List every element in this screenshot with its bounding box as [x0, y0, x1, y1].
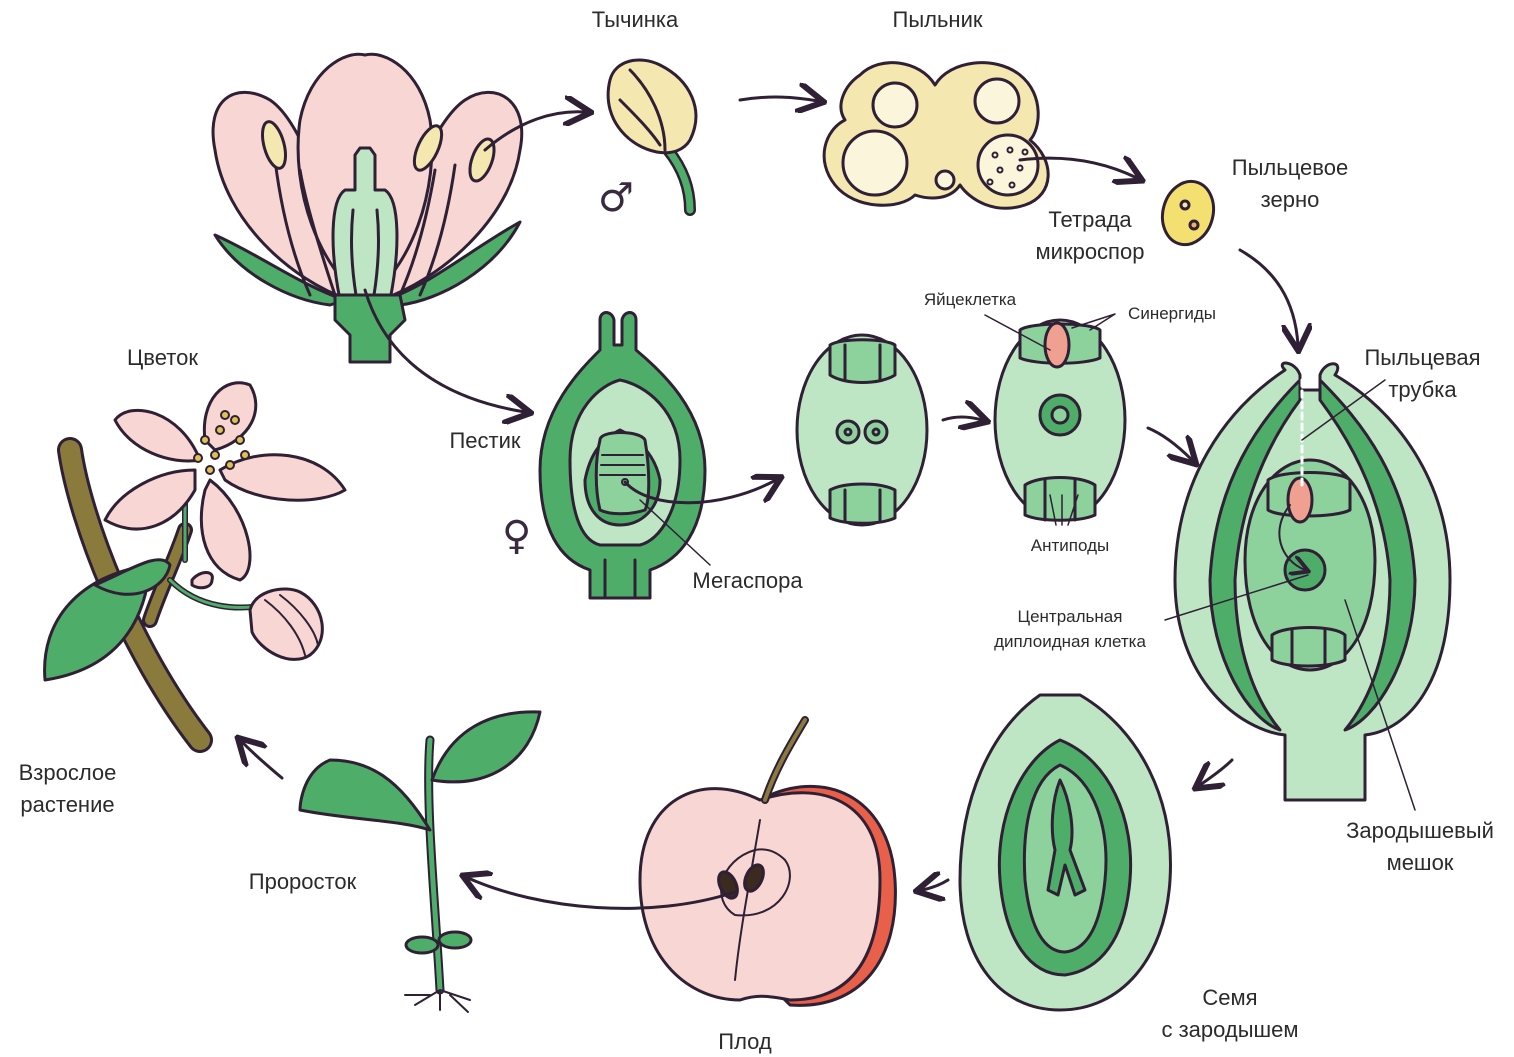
flower-section-illustration: [213, 54, 522, 362]
embryo-sac-stage1-illustration: [797, 335, 927, 525]
label-pollen-grain-2: зерно: [1215, 184, 1365, 215]
arrow-seedling-to-adult: [242, 742, 282, 778]
apple-fruit-illustration: [640, 720, 895, 1005]
arrow-stamen-to-anther: [740, 97, 818, 101]
arrow-sac1-to-sac2: [943, 417, 982, 420]
embryo-sac-stage2-illustration: [995, 320, 1125, 520]
arrow-sac2-to-ovule: [1148, 428, 1192, 460]
flowering-branch-illustration: [45, 383, 345, 740]
label-embryo-sac-2: мешок: [1330, 847, 1510, 878]
label-pollen-tube-1: Пыльцевая: [1345, 342, 1500, 373]
label-microspore-tetrad-1: Тетрада: [1015, 204, 1165, 235]
label-seedling: Проросток: [230, 866, 375, 897]
arrow-ovule-to-seed: [1200, 760, 1232, 785]
label-anther: Пыльник: [870, 4, 1005, 35]
label-antipodes: Антиподы: [1010, 534, 1130, 558]
label-seed-1: Семя: [1150, 982, 1310, 1013]
arrow-pollen-to-ovule: [1240, 250, 1298, 345]
pistil-section-illustration: [540, 313, 705, 599]
label-synergids: Синергиды: [1112, 302, 1232, 326]
label-egg-cell: Яйцеклетка: [910, 288, 1030, 312]
arrow-seed-to-fruit: [922, 880, 948, 890]
male-symbol: ♂: [598, 178, 634, 218]
label-stamen: Тычинка: [570, 4, 700, 35]
label-pollen-tube-2: трубка: [1345, 374, 1500, 405]
label-adult-plant-2: растение: [0, 789, 135, 820]
label-embryo-sac-1: Зародышевый: [1330, 815, 1510, 846]
label-flower: Цветок: [100, 342, 225, 373]
ovule-pollen-tube-illustration: [1175, 363, 1450, 800]
anther-section-illustration: [824, 63, 1048, 209]
label-fruit: Плод: [700, 1026, 790, 1057]
label-pistil: Пестик: [430, 425, 540, 456]
female-symbol: ♀: [502, 516, 531, 556]
label-central-cell-2: диплоидная клетка: [970, 630, 1170, 654]
seed-illustration: [960, 695, 1170, 1010]
label-microspore-tetrad-2: микроспор: [1015, 236, 1165, 267]
pollen-grain-illustration: [1156, 176, 1221, 251]
seedling-illustration: [300, 712, 540, 1012]
label-megaspore: Мегаспора: [675, 565, 820, 596]
label-central-cell-1: Центральная: [970, 605, 1170, 629]
label-seed-2: с зародышем: [1150, 1014, 1310, 1045]
label-adult-plant-1: Взрослое: [0, 757, 135, 788]
label-pollen-grain-1: Пыльцевое: [1215, 152, 1365, 183]
